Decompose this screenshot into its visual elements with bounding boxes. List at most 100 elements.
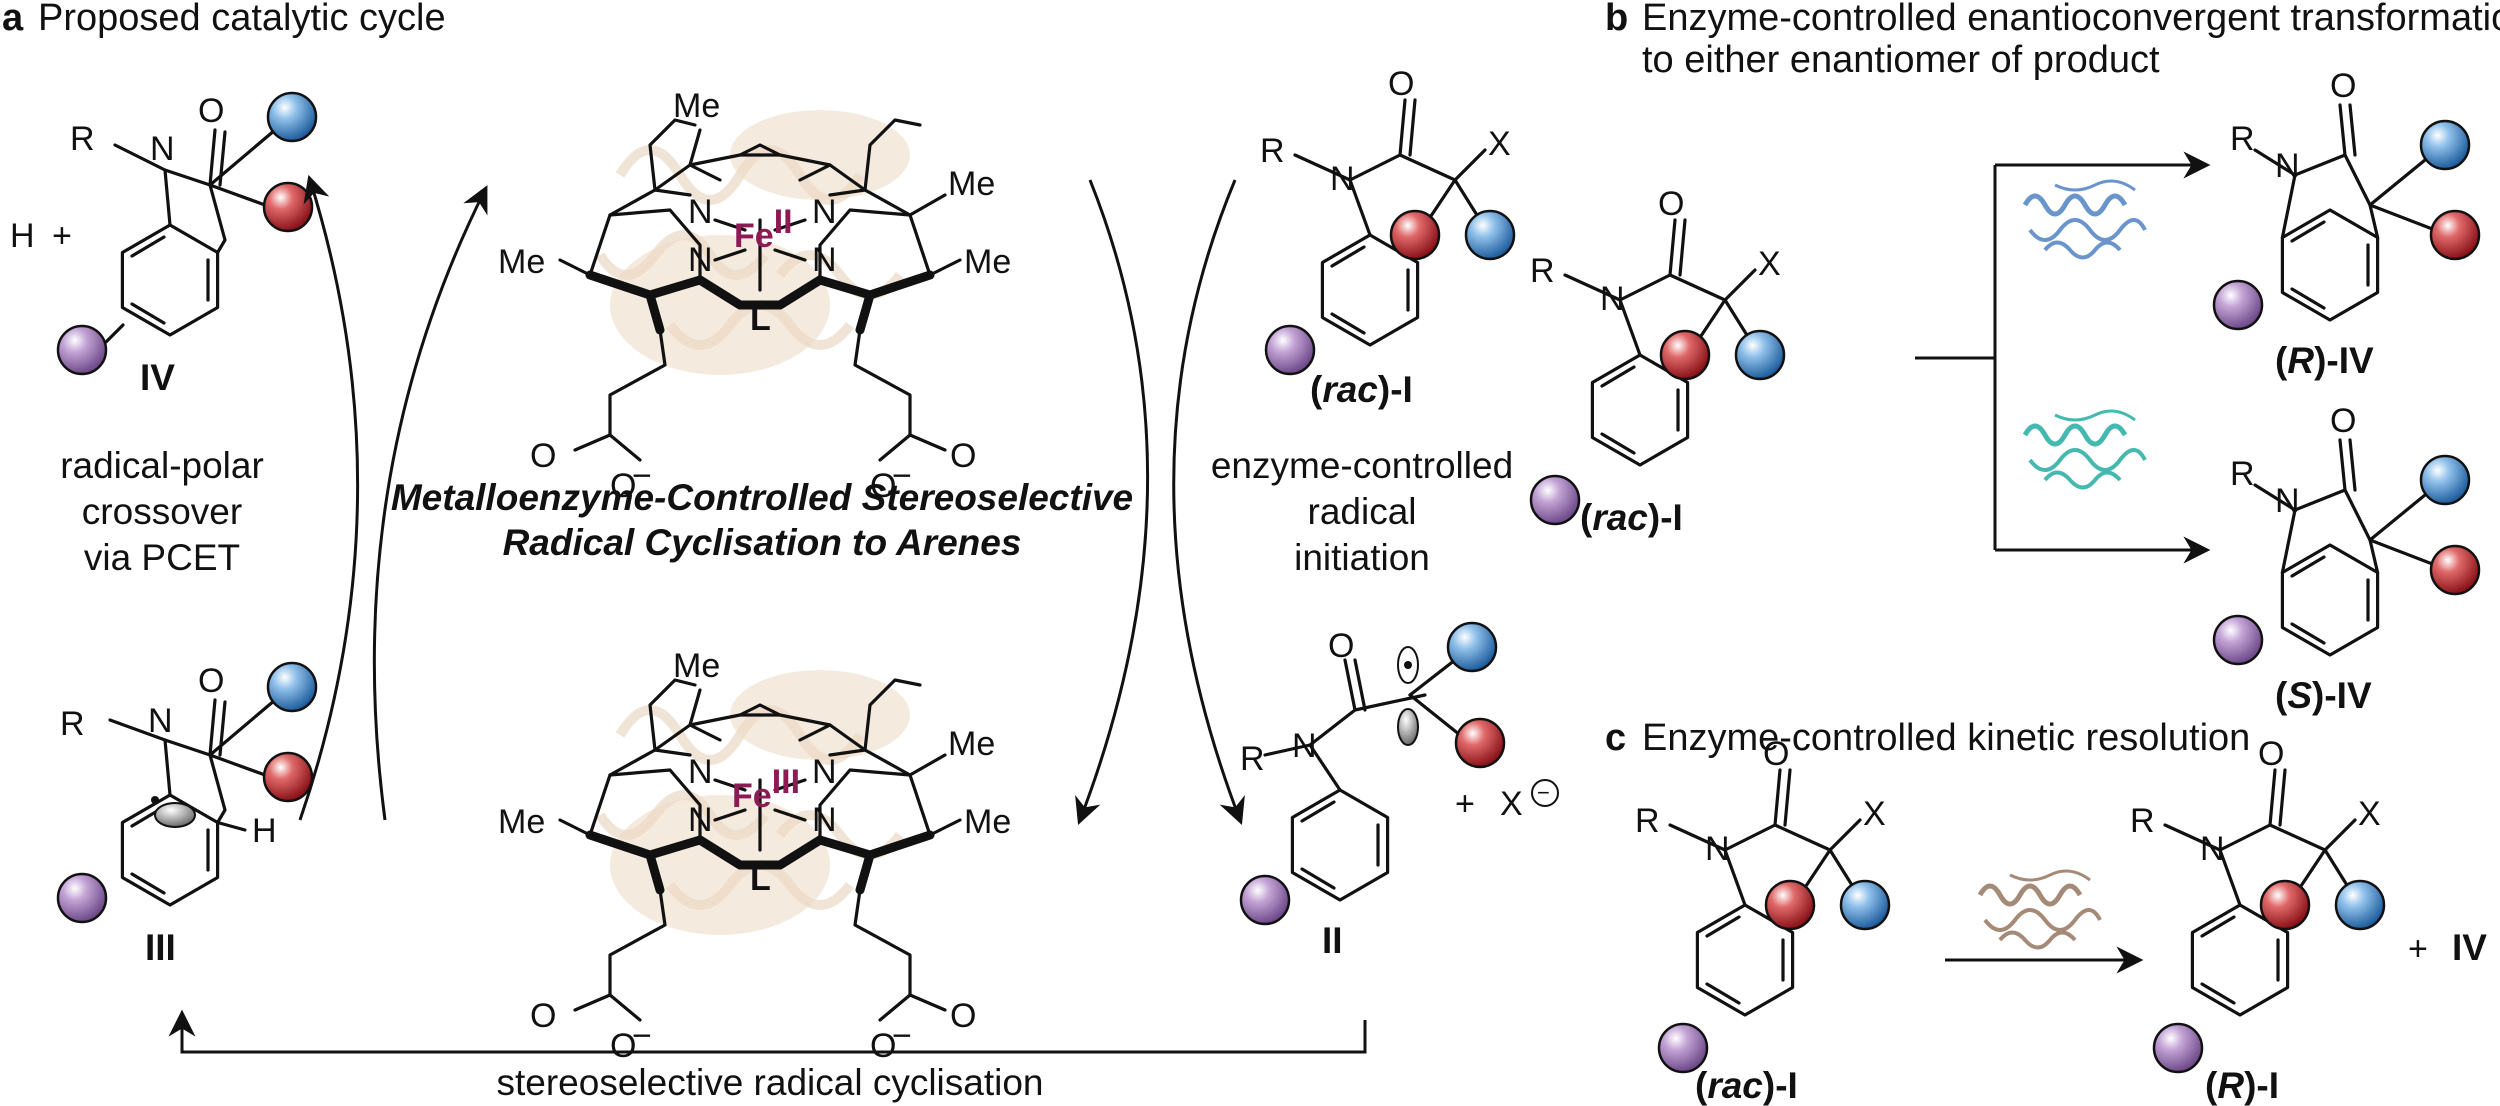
minus-sign: −: [632, 1017, 652, 1055]
label-rac-i: (rac)-I: [1580, 497, 1683, 538]
compound-r-i: N R O X (R)-I: [2130, 735, 2386, 1106]
porphyrin-fe2: N N N N FeII L Me Me Me Me O O − O O −: [498, 87, 1011, 505]
atom-o: O: [530, 997, 556, 1035]
atom-x: X: [2358, 795, 2381, 833]
panel-a-title: Proposed catalytic cycle: [38, 0, 446, 39]
label-ii: II: [1322, 920, 1343, 961]
atom-h: H: [252, 812, 277, 850]
label-iv-c: IV: [2452, 927, 2487, 968]
atom-r: R: [70, 120, 95, 158]
atom-o: O: [198, 92, 224, 130]
minus-sign: −: [892, 1017, 912, 1055]
step-right-line1: enzyme-controlled: [1211, 445, 1513, 486]
step-left-line2: crossover: [82, 491, 242, 532]
fe-label: FeIII: [732, 763, 800, 815]
label-rac-i: (rac)-I: [1695, 1065, 1798, 1106]
enzyme-teal-icon: [2025, 411, 2145, 488]
atom-h: H: [10, 217, 35, 255]
atom-n: N: [688, 241, 713, 279]
atom-o: O: [2330, 402, 2356, 440]
compound-iii: N R O H III: [56, 661, 318, 968]
atom-x: X: [1863, 795, 1886, 833]
atom-n: N: [688, 193, 713, 231]
atom-l: L: [750, 300, 771, 338]
atom-o: O: [2258, 735, 2284, 773]
atom-n: N: [688, 753, 713, 791]
atom-r: R: [1635, 802, 1660, 840]
atom-o: O: [1658, 185, 1684, 223]
step-left-line3: via PCET: [84, 537, 240, 578]
plus-sign: +: [52, 217, 72, 255]
atom-n: N: [148, 702, 173, 740]
atom-o: O: [1328, 627, 1354, 665]
atom-r: R: [60, 705, 85, 743]
atom-n: N: [812, 801, 837, 839]
minus-sign: −: [892, 457, 912, 495]
atom-n: N: [812, 193, 837, 231]
compound-rac-i-a: N R O X (rac)-I: [1260, 65, 1516, 410]
compound-ii: N R O + X − II: [1239, 621, 1559, 961]
plus-sign: +: [2408, 930, 2428, 968]
atom-r: R: [2230, 120, 2255, 158]
atom-me: Me: [673, 647, 720, 685]
step-right-line2: radical: [1308, 491, 1417, 532]
atom-o: O: [530, 437, 556, 475]
atom-n: N: [2200, 830, 2225, 868]
atom-me: Me: [948, 725, 995, 763]
atom-n: N: [688, 801, 713, 839]
compound-r-iv: N R O (R)-IV: [2212, 67, 2481, 381]
panel-c-title: Enzyme-controlled kinetic resolution: [1642, 717, 2250, 759]
atom-r: R: [2130, 802, 2155, 840]
label-iii: III: [145, 927, 176, 968]
panel-b: b Enzyme-controlled enantioconvergent tr…: [1529, 0, 2500, 716]
compound-rac-i-b: N R O X (rac)-I: [1529, 185, 1786, 538]
atom-n: N: [812, 241, 837, 279]
panel-a: a Proposed catalytic cycle N R O H + IV: [2, 0, 1559, 1103]
atom-me: Me: [948, 165, 995, 203]
atom-me: Me: [673, 87, 720, 125]
label-s-iv: (S)-IV: [2275, 675, 2372, 716]
atom-o: O: [870, 1027, 896, 1065]
enzyme-brown-icon: [1980, 871, 2100, 948]
fe-label: FeII: [734, 203, 793, 255]
step-left-line1: radical-polar: [60, 445, 264, 486]
minus-sign: −: [1537, 780, 1550, 805]
atom-x: X: [1488, 125, 1511, 163]
atom-n: N: [2275, 147, 2300, 185]
panel-b-title-line2: to either enantiomer of product: [1642, 39, 2160, 81]
atom-n: N: [150, 130, 175, 168]
atom-x: X: [1758, 245, 1781, 283]
label-rac-i: (rac)-I: [1310, 369, 1413, 410]
atom-me: Me: [498, 243, 545, 281]
atom-o: O: [870, 467, 896, 505]
arrow-i-to-ii: [1172, 179, 1245, 826]
atom-r: R: [1530, 252, 1555, 290]
atom-n: N: [2275, 482, 2300, 520]
porphyrin-fe3: N N N N FeIII L Me Me Me Me O O − O O −: [498, 647, 1011, 1065]
atom-o: O: [950, 997, 976, 1035]
step-right-line3: initiation: [1294, 537, 1430, 578]
atom-n: N: [1600, 280, 1625, 318]
minus-sign: −: [632, 457, 652, 495]
atom-me: Me: [498, 803, 545, 841]
panel-c: c Enzyme-controlled kinetic resolution N…: [1605, 717, 2487, 1106]
atom-r: R: [2230, 455, 2255, 493]
atom-n: N: [1705, 830, 1730, 868]
compound-rac-i-c: N R O X (rac)-I: [1635, 735, 1891, 1106]
label-r-iv: (R)-IV: [2275, 340, 2374, 381]
arrow-iii-to-iv: [298, 174, 360, 821]
atom-r: R: [1260, 132, 1285, 170]
arrow-to-fe2: [372, 185, 488, 821]
atom-o: O: [1388, 65, 1414, 103]
panel-a-letter: a: [2, 0, 24, 39]
center-title-line2: Radical Cyclisation to Arenes: [503, 522, 1022, 563]
atom-o: O: [610, 467, 636, 505]
center-title-line1: Metalloenzyme-Controlled Stereoselective: [391, 477, 1133, 518]
panel-b-title-line1: Enzyme-controlled enantioconvergent tran…: [1642, 0, 2500, 39]
step-bottom-label: stereoselective radical cyclisation: [496, 1062, 1043, 1103]
atom-n: N: [1330, 160, 1355, 198]
atom-o: O: [198, 662, 224, 700]
panel-c-letter: c: [1605, 717, 1626, 759]
label-r-i: (R)-I: [2205, 1065, 2279, 1106]
